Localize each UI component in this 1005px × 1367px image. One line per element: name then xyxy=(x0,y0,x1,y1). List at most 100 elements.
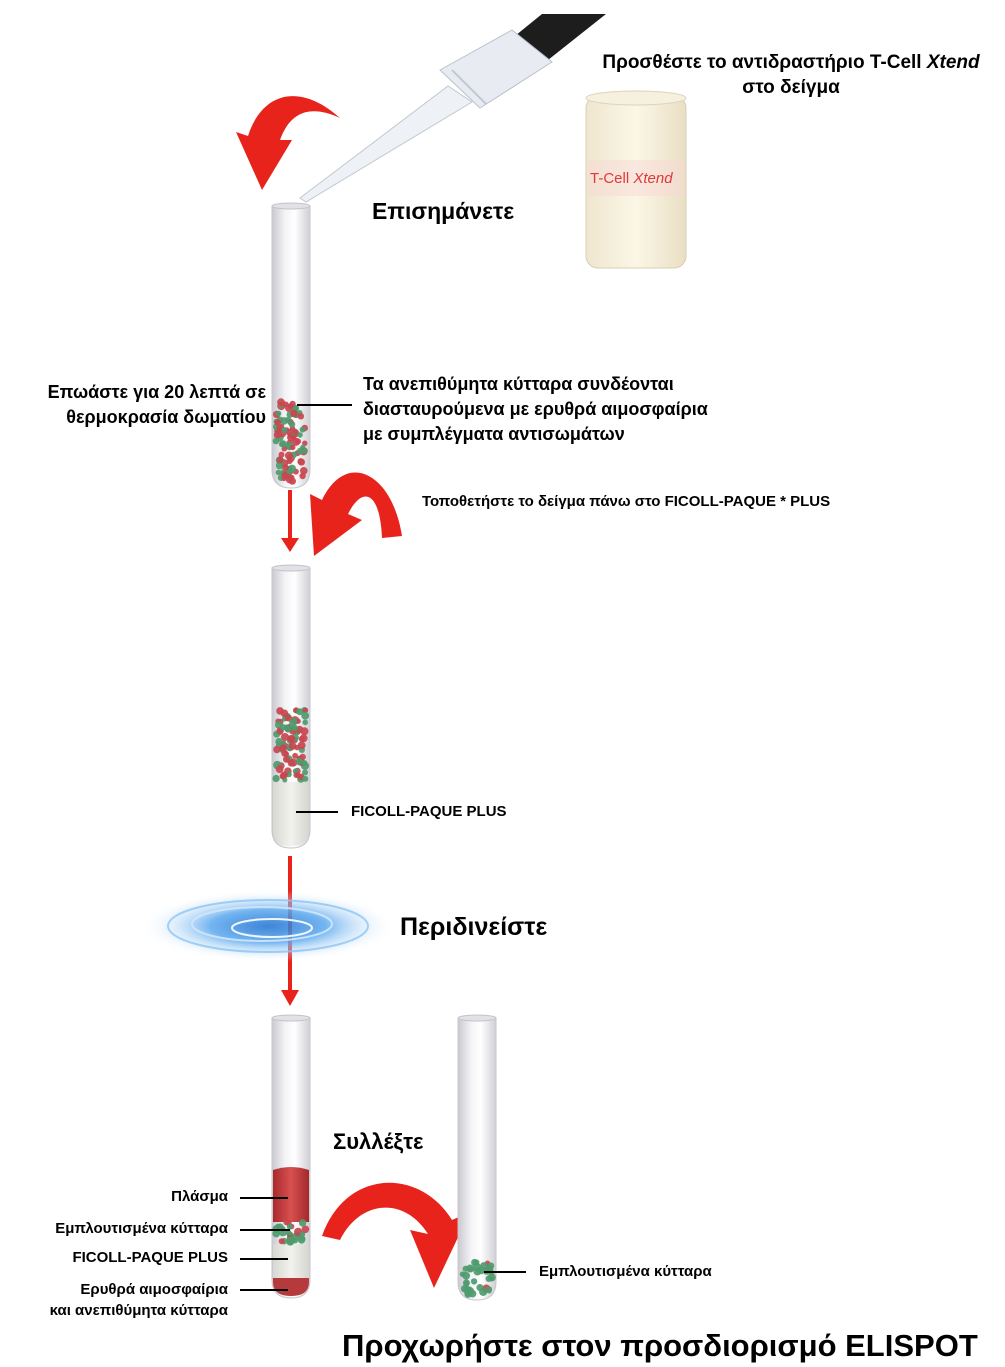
cell xyxy=(459,1271,466,1277)
cell xyxy=(287,433,296,442)
cell-cluster xyxy=(272,707,310,783)
ficoll-layer xyxy=(273,1244,309,1278)
xtend-italic-text: Xtend xyxy=(926,52,980,73)
cell xyxy=(281,427,288,434)
cell xyxy=(464,1290,472,1298)
cell xyxy=(296,447,304,455)
cell xyxy=(295,438,301,445)
cell xyxy=(282,755,290,763)
cell xyxy=(284,451,294,460)
cell xyxy=(488,1276,494,1282)
mark-step-label: Επισημάνετε xyxy=(372,198,515,224)
cell xyxy=(301,711,310,720)
plasma-layer xyxy=(273,1167,309,1222)
layer-step-label: Τοποθετήστε το δείγμα πάνω στο FICOLL-PA… xyxy=(422,493,831,510)
cell xyxy=(299,734,308,743)
cell xyxy=(277,398,285,407)
cell xyxy=(272,437,280,445)
jar-label-italic: Xtend xyxy=(633,170,673,187)
cell xyxy=(297,432,303,438)
cell xyxy=(280,771,288,779)
cell xyxy=(276,456,284,464)
cell xyxy=(486,1286,493,1292)
cell xyxy=(280,709,289,718)
cell xyxy=(291,428,298,435)
cell xyxy=(289,1235,296,1242)
enriched-cells-label-2: Εμπλουτισμένα κύτταρα xyxy=(539,1263,712,1280)
cell xyxy=(299,472,306,480)
cell xyxy=(287,735,295,743)
bind-line3: με συμπλέγματα αντισωμάτων xyxy=(363,424,625,444)
cell xyxy=(283,1219,290,1226)
cell xyxy=(285,714,293,722)
cell xyxy=(301,760,308,766)
cell xyxy=(272,774,280,783)
rbc-line1: Ερυθρά αιμοσφαίρια xyxy=(80,1281,228,1298)
ficoll-layer xyxy=(273,782,309,846)
cell xyxy=(273,745,281,754)
spin-step-label: Περιδινείστε xyxy=(400,913,548,941)
add-reagent-label: Προσθέστε το αντιδραστήριο T-Cell Xtend … xyxy=(582,50,1000,100)
cell xyxy=(284,416,292,424)
cell xyxy=(292,752,298,759)
swirl-icon xyxy=(140,890,396,962)
cell xyxy=(276,425,283,432)
cell xyxy=(298,1219,307,1227)
pipette xyxy=(299,14,606,203)
cell xyxy=(279,724,287,731)
incubate-line2: θερμοκρασία δωματίου xyxy=(66,407,266,427)
cell xyxy=(479,1287,488,1296)
cell xyxy=(288,421,296,428)
cell xyxy=(295,772,301,778)
cell xyxy=(275,765,284,774)
curved-arrow-icon xyxy=(322,1182,470,1288)
add-reagent-line2: στο δείγμα xyxy=(742,77,840,98)
cell xyxy=(291,724,299,732)
bind-line2: διασταυρούμενα με ερυθρά αιμοσφαίρια xyxy=(363,399,708,419)
cell xyxy=(290,409,298,418)
cell xyxy=(282,464,289,471)
rbc-line2: και ανεπιθύμητα κύτταρα xyxy=(49,1302,228,1319)
cell xyxy=(299,1231,306,1237)
cell xyxy=(279,440,287,448)
add-reagent-text: Προσθέστε το αντιδραστήριο T-Cell xyxy=(602,52,927,73)
cell xyxy=(302,707,309,714)
cell xyxy=(302,769,308,776)
tube-3 xyxy=(271,1014,311,1299)
cell xyxy=(275,410,282,417)
cell xyxy=(473,1262,481,1271)
cell xyxy=(297,413,305,420)
tube-2 xyxy=(271,564,311,849)
cell xyxy=(286,1223,293,1230)
cell xyxy=(300,467,308,475)
bind-line1: Τα ανεπιθύμητα κύτταρα συνδέονται xyxy=(363,374,674,394)
cell xyxy=(274,419,282,426)
t-cell-xtend-jar xyxy=(585,90,687,269)
rbc-label: Ερυθρά αιμοσφαίρια και ανεπιθύμητα κύττα… xyxy=(0,1279,228,1321)
cell-cluster xyxy=(272,398,309,485)
curved-arrow-icon xyxy=(236,96,340,190)
incubate-line1: Επωάστε για 20 λεπτά σε xyxy=(47,382,266,402)
cell xyxy=(289,758,298,767)
incubate-step-label: Επωάστε για 20 λεπτά σε θερμοκρασία δωμα… xyxy=(8,380,266,430)
cell xyxy=(281,446,288,452)
curved-arrow-icon xyxy=(310,472,402,556)
cell xyxy=(272,1225,280,1233)
down-arrow-icon xyxy=(281,490,299,552)
cell xyxy=(297,1235,306,1244)
cell xyxy=(299,426,306,433)
ficoll-label-2: FICOLL-PAQUE PLUS xyxy=(72,1249,228,1266)
cell xyxy=(462,1265,469,1272)
cell xyxy=(294,744,300,751)
tube-4 xyxy=(457,1014,497,1301)
tube-1 xyxy=(271,202,311,489)
jar-label-text: T-Cell xyxy=(590,170,634,187)
cell xyxy=(302,719,309,726)
cell xyxy=(473,1259,480,1266)
cell xyxy=(281,733,289,741)
cell xyxy=(466,1264,475,1273)
cell xyxy=(301,1225,310,1234)
cell xyxy=(302,440,308,446)
proceed-elispot-label: Προχωρήστε στον προσδιορισμό ELISPOT xyxy=(342,1328,978,1363)
